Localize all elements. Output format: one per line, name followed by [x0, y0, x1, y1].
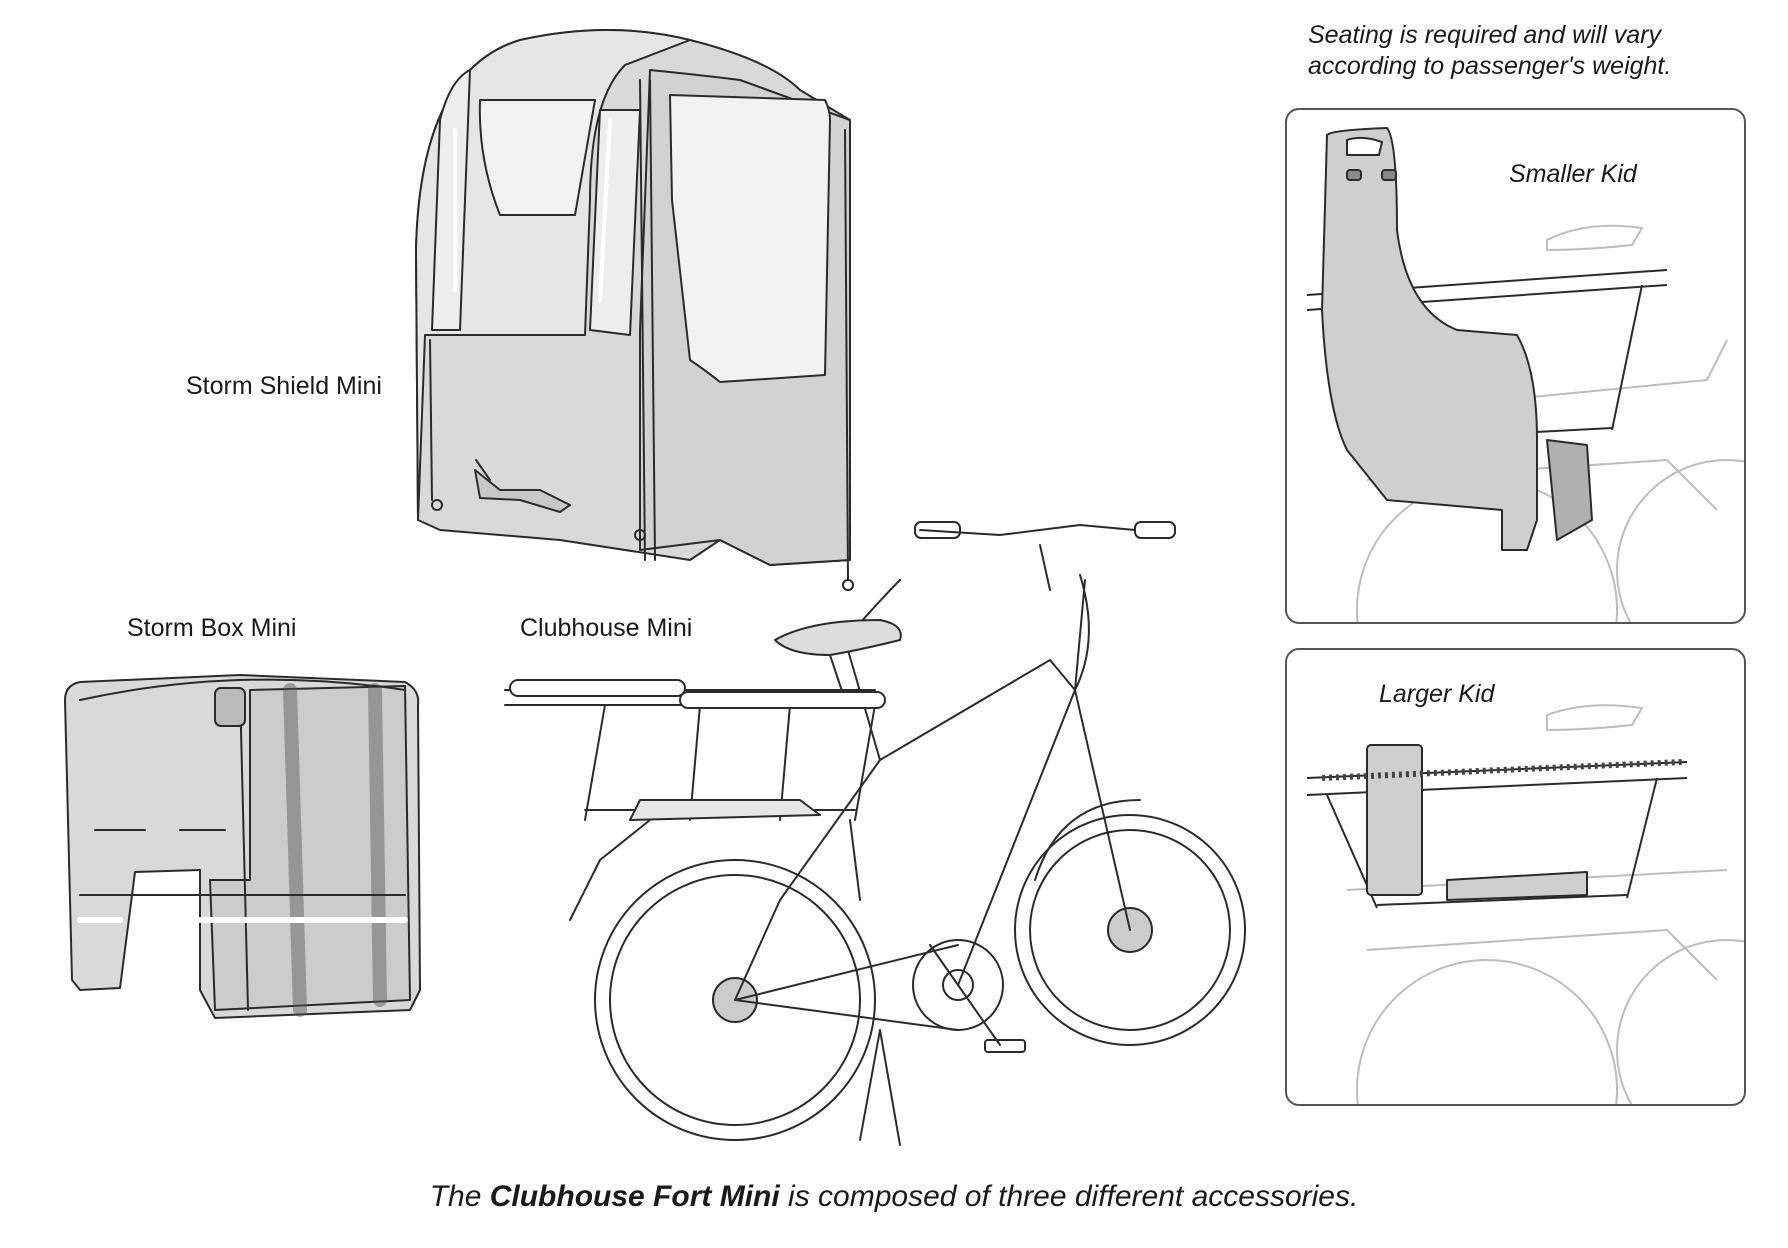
- smaller-kid-panel: Smaller Kid: [1285, 108, 1746, 624]
- storm-box-label: Storm Box Mini: [127, 614, 297, 642]
- storm-box-mini-drawing: [64, 674, 421, 1019]
- clubhouse-mini-bike-drawing: [504, 521, 1246, 1146]
- seating-note: Seating is required and will vary accord…: [1308, 20, 1671, 82]
- seating-note-line1: Seating is required and will vary: [1308, 21, 1661, 49]
- seating-note-line2: according to passenger's weight.: [1308, 52, 1672, 80]
- larger-kid-label: Larger Kid: [1379, 680, 1495, 708]
- larger-kid-drawing: [1306, 704, 1744, 1104]
- caption-suffix: is composed of three different accessori…: [779, 1180, 1359, 1213]
- storm-shield-label: Storm Shield Mini: [186, 372, 382, 400]
- caption: The Clubhouse Fort Mini is composed of t…: [0, 1180, 1788, 1214]
- smaller-kid-label: Smaller Kid: [1509, 160, 1637, 188]
- clubhouse-label: Clubhouse Mini: [520, 614, 693, 642]
- caption-product-name: Clubhouse Fort Mini: [489, 1180, 780, 1213]
- caption-prefix: The: [429, 1180, 490, 1213]
- storm-shield-mini-drawing: [415, 29, 854, 591]
- smaller-kid-drawing: [1306, 127, 1744, 622]
- larger-kid-panel: Larger Kid: [1285, 648, 1746, 1106]
